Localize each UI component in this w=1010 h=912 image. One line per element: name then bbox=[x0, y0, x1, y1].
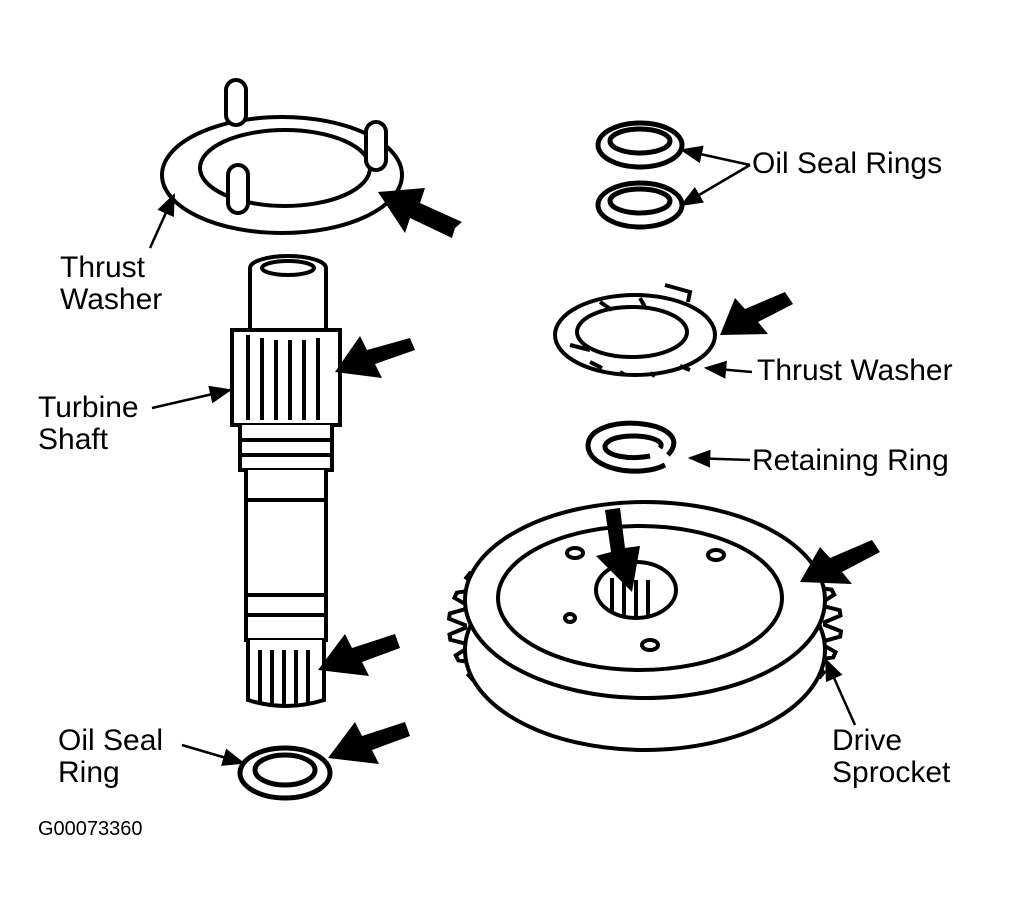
label-turbine-shaft: Turbine Shaft bbox=[38, 392, 139, 456]
turbine-shaft-part bbox=[230, 254, 342, 708]
figure-code: G00073360 bbox=[38, 818, 143, 840]
label-drive-sprocket: Drive Sprocket bbox=[832, 725, 950, 789]
oil-seal-ring-part bbox=[237, 745, 333, 801]
retaining-ring-part bbox=[585, 420, 677, 474]
thrust-washer-left-part bbox=[160, 78, 404, 235]
label-retaining-ring: Retaining Ring bbox=[752, 444, 949, 477]
pointer-arrow-thrust-washer-left bbox=[378, 188, 462, 238]
label-line: Turbine bbox=[38, 391, 139, 424]
pointer-arrow-oil-seal-ring bbox=[328, 722, 410, 764]
label-line: Oil Seal bbox=[58, 724, 164, 757]
label-oil-seal-ring: Oil Seal Ring bbox=[58, 725, 163, 789]
oil-seal-rings-part bbox=[595, 120, 685, 230]
label-line: Ring bbox=[58, 756, 120, 789]
label-line: Washer bbox=[60, 283, 163, 316]
pointer-arrow-turbine-spline bbox=[318, 634, 400, 676]
label-line: Sprocket bbox=[832, 756, 951, 789]
leader-lines bbox=[148, 145, 857, 766]
pointer-arrow-thrust-washer-right bbox=[720, 292, 793, 335]
pointer-arrow-sprocket-rim bbox=[800, 540, 880, 584]
pointer-arrow-sprocket-hub bbox=[596, 508, 640, 592]
thrust-washer-right-part bbox=[553, 283, 717, 378]
pointer-arrows bbox=[318, 188, 880, 764]
drive-sprocket-part bbox=[446, 500, 844, 752]
pointer-arrow-turbine-shaft bbox=[335, 336, 415, 378]
label-thrust-washer-left: Thrust Washer bbox=[60, 252, 162, 316]
label-line: Thrust bbox=[60, 251, 146, 284]
label-oil-seal-rings: Oil Seal Rings bbox=[752, 147, 943, 180]
label-line: Drive bbox=[832, 724, 903, 757]
label-line: Shaft bbox=[38, 423, 109, 456]
label-thrust-washer-right: Thrust Washer bbox=[757, 354, 953, 387]
